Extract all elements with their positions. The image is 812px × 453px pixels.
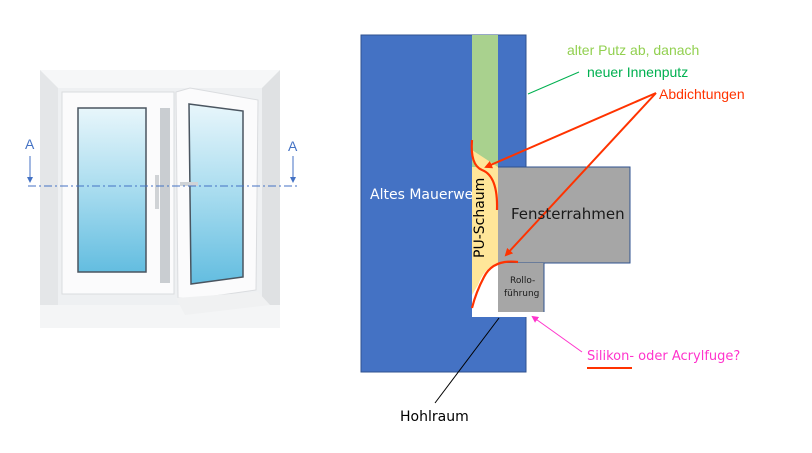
left-glass bbox=[77, 107, 147, 273]
pu-foam bbox=[472, 167, 498, 295]
seal-upper bbox=[470, 139, 499, 211]
plaster-note-old: alter Putz ab, danach bbox=[567, 42, 700, 58]
rail-label-line1: Rollo- bbox=[510, 276, 536, 286]
plaster-leader bbox=[527, 71, 580, 95]
frame-label: Fensterrahmen bbox=[511, 205, 625, 223]
shutter-rail bbox=[498, 263, 544, 312]
wall-label: Altes Mauerwe bbox=[370, 187, 472, 203]
section-marker-left: A bbox=[25, 136, 35, 152]
plaster-note-new: neuer Innenputz bbox=[587, 64, 689, 80]
window-sill bbox=[40, 305, 280, 328]
joint-leader bbox=[531, 315, 583, 353]
right-glass bbox=[188, 103, 244, 285]
foam-label: PU-Schaum bbox=[472, 177, 488, 258]
section-detail bbox=[360, 34, 657, 404]
right-handle bbox=[180, 182, 198, 186]
window-frame bbox=[498, 167, 630, 263]
seal-label: Abdichtungen bbox=[659, 86, 745, 102]
joint-label: Silikon- oder Acrylfuge? bbox=[587, 349, 740, 364]
joint-label-rest: oder Acrylfuge? bbox=[634, 349, 741, 364]
seal-arrow-upper bbox=[484, 92, 657, 169]
joint-label-underlined: Silikon- bbox=[587, 349, 635, 364]
plaster-strip bbox=[472, 35, 498, 167]
seal-lower bbox=[470, 260, 519, 309]
section-marker-right: A bbox=[288, 138, 298, 154]
left-handle bbox=[155, 175, 159, 209]
cavity-leader bbox=[434, 317, 500, 404]
window-illustration bbox=[27, 70, 300, 328]
cavity-label: Hohlraum bbox=[400, 409, 469, 425]
rail-label-line2: führung bbox=[504, 289, 540, 299]
seal-arrow-lower bbox=[504, 92, 657, 257]
